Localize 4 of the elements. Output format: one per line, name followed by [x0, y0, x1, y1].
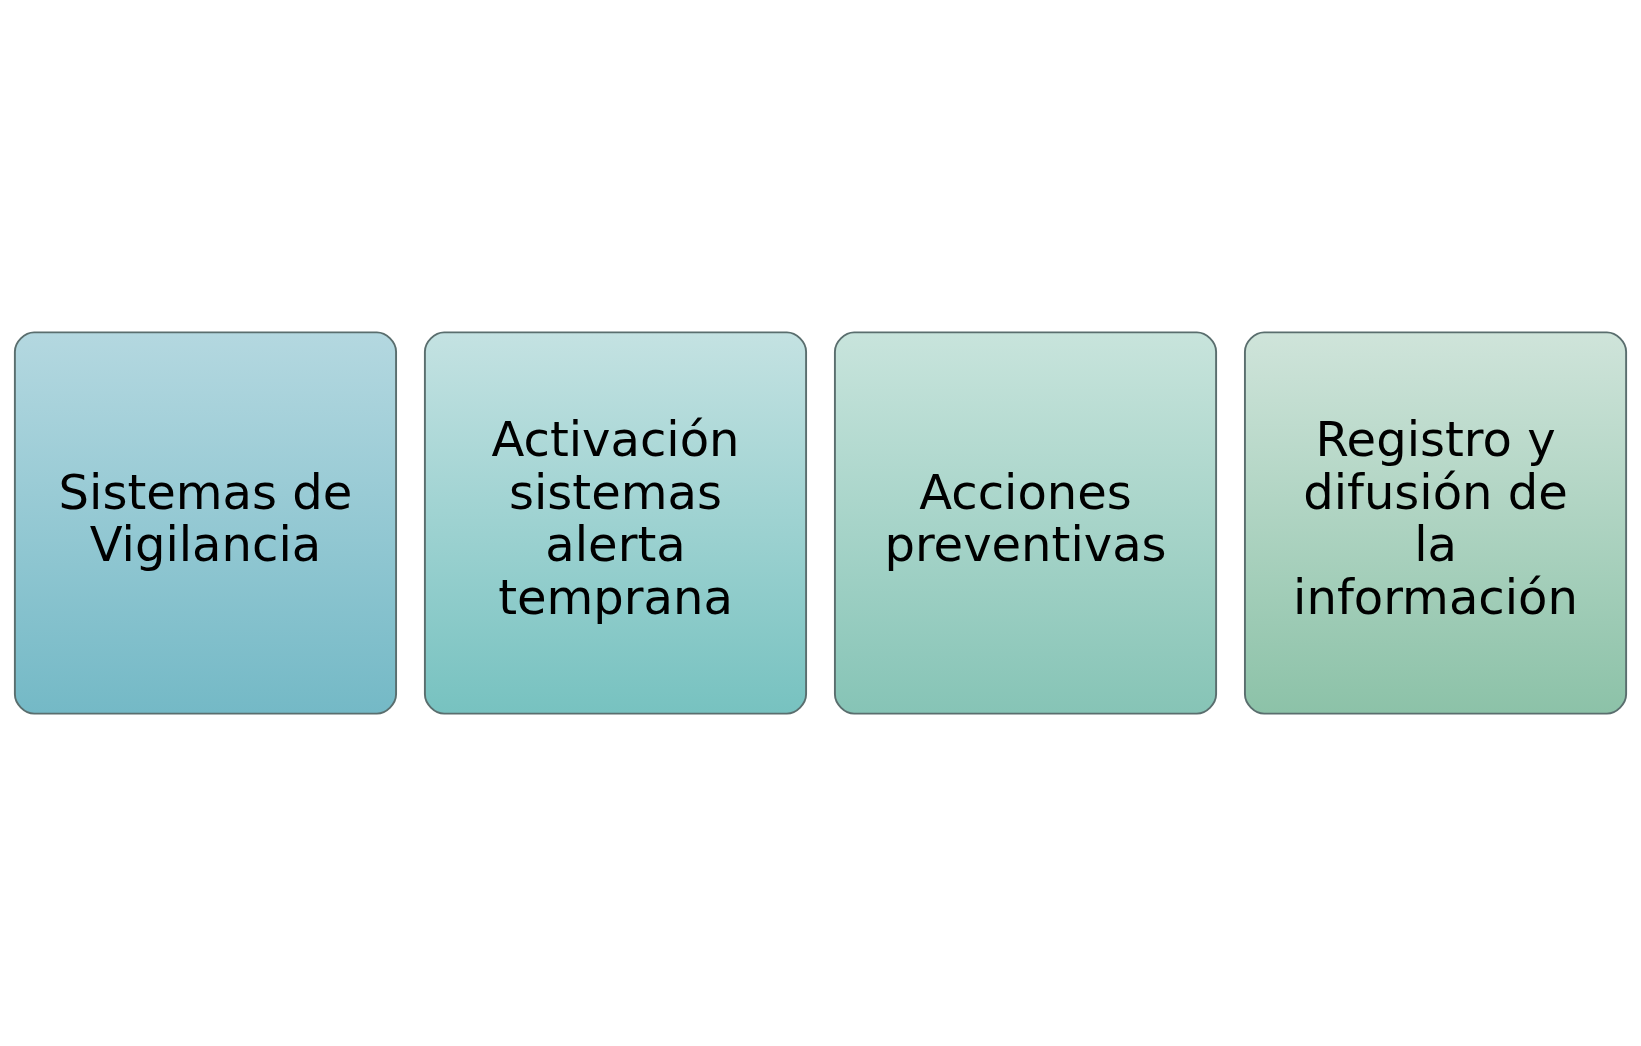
- node-box: Sistemas de Vigilancia: [13, 331, 398, 715]
- node-box: Activación sistemas alerta temprana: [423, 331, 808, 715]
- node-box: Registro y difusión de la información: [1243, 331, 1628, 715]
- node-box: Acciones preventivas: [833, 331, 1218, 715]
